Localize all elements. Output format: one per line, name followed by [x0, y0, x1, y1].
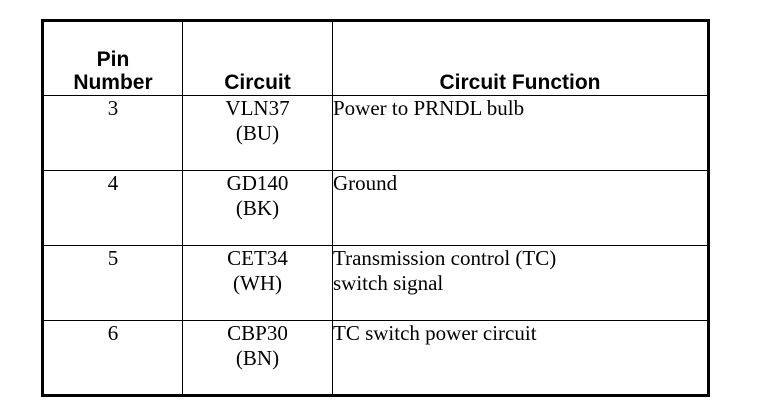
cell-pin-number: 5 — [42, 245, 183, 321]
column-header-pin-number-line-1: Pin — [96, 47, 130, 71]
cell-circuit: CBP30 (BN) — [182, 320, 333, 396]
circuit-code: CET34 — [227, 246, 288, 270]
pinout-table-container: Pin Number Circuit Circuit Function 3 VL… — [41, 19, 710, 397]
circuit-color-code: (BK) — [235, 195, 280, 220]
column-header-circuit-function: Circuit Function — [332, 20, 709, 96]
cell-circuit-function: TC switch power circuit — [332, 320, 709, 396]
table-header: Pin Number Circuit Circuit Function — [42, 20, 709, 96]
circuit-function-line: Transmission control (TC) — [333, 246, 557, 270]
circuit-function-line: Power to PRNDL bulb — [333, 96, 525, 120]
circuit-function-line: Ground — [333, 171, 398, 195]
column-header-circuit: Circuit — [182, 20, 333, 96]
cell-pin-number: 3 — [42, 95, 183, 171]
circuit-function-line: switch signal — [333, 270, 444, 295]
cell-circuit-function: Ground — [332, 170, 709, 246]
table-row: 4 GD140 (BK) Ground — [42, 170, 709, 246]
circuit-code: VLN37 — [225, 96, 290, 120]
cell-pin-number: 6 — [42, 320, 183, 396]
pin-circuit-function-table: Pin Number Circuit Circuit Function 3 VL… — [41, 19, 710, 397]
header-row: Pin Number Circuit Circuit Function — [42, 20, 709, 96]
cell-pin-number: 4 — [42, 170, 183, 246]
circuit-color-code: (BN) — [235, 345, 280, 370]
column-header-pin-number-line-2: Number — [73, 71, 153, 95]
circuit-code: GD140 — [226, 171, 289, 195]
cell-circuit: VLN37 (BU) — [182, 95, 333, 171]
table-body: 3 VLN37 (BU) Power to PRNDL bulb 4 GD140… — [42, 95, 709, 396]
cell-circuit: CET34 (WH) — [182, 245, 333, 321]
circuit-color-code: (WH) — [233, 270, 282, 295]
circuit-color-code: (BU) — [235, 120, 280, 145]
cell-circuit-function: Transmission control (TC) switch signal — [332, 245, 709, 321]
column-header-pin-number: Pin Number — [42, 20, 183, 96]
table-row: 3 VLN37 (BU) Power to PRNDL bulb — [42, 95, 709, 171]
cell-circuit-function: Power to PRNDL bulb — [332, 95, 709, 171]
circuit-function-line: TC switch power circuit — [333, 321, 537, 345]
table-row: 5 CET34 (WH) Transmission control (TC) s… — [42, 245, 709, 321]
cell-circuit: GD140 (BK) — [182, 170, 333, 246]
column-header-circuit-function-line-1: Circuit Function — [439, 71, 601, 95]
circuit-code: CBP30 — [227, 321, 288, 345]
table-row: 6 CBP30 (BN) TC switch power circuit — [42, 320, 709, 396]
column-header-circuit-line-1: Circuit — [224, 71, 291, 95]
